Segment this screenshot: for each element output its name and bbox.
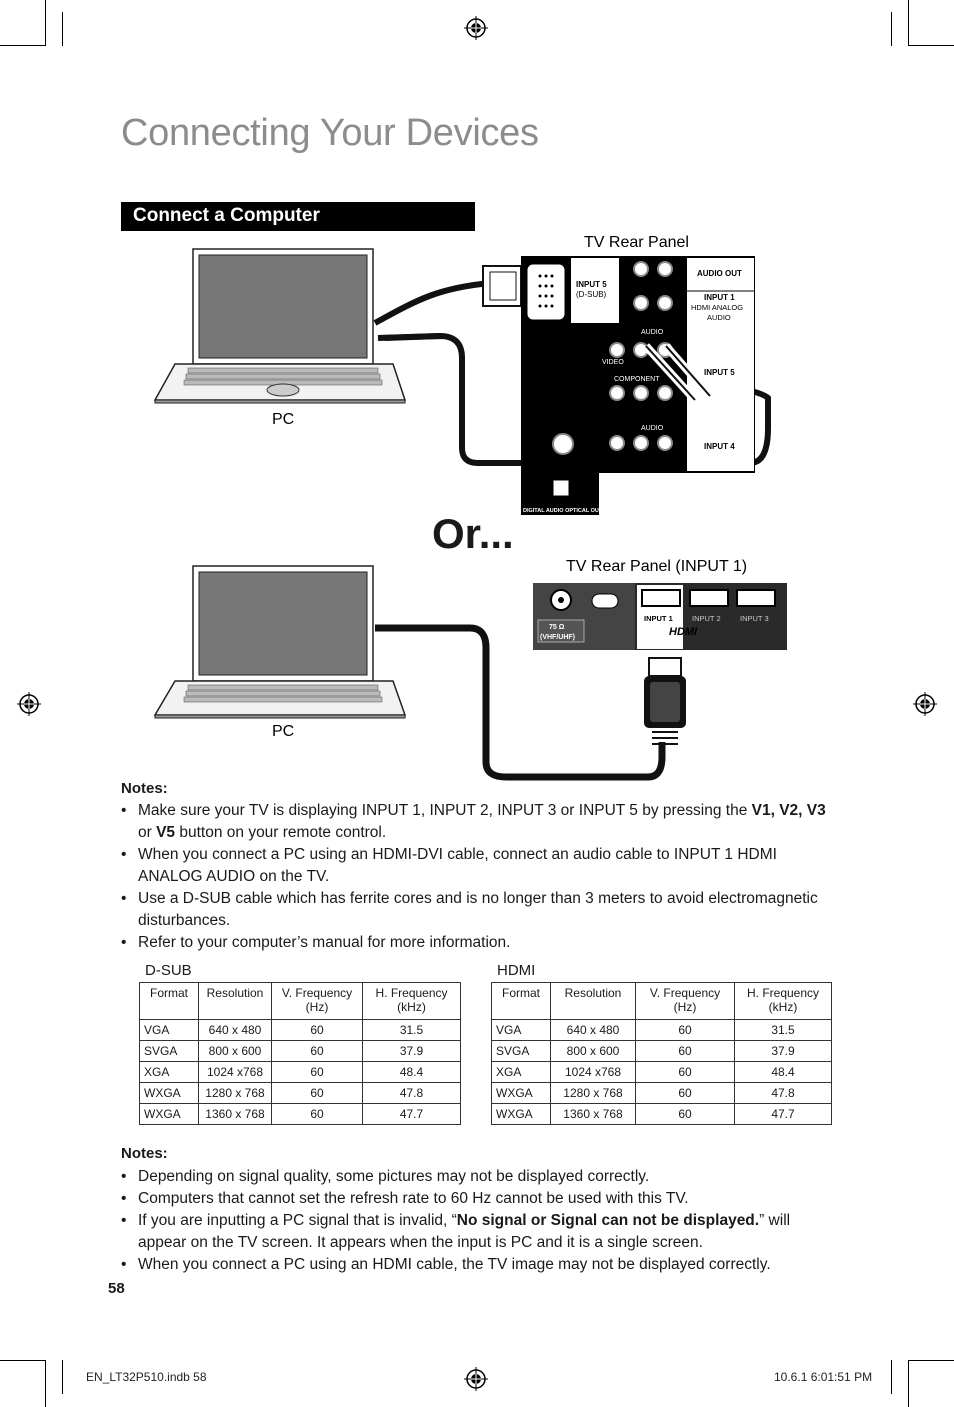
column-header: Resolution (550, 982, 636, 1020)
laptop-icon (153, 565, 407, 719)
svg-text:INPUT 2: INPUT 2 (692, 614, 721, 623)
svg-text:DIGITAL AUDIO OPTICAL OUT: DIGITAL AUDIO OPTICAL OUT (523, 508, 603, 514)
pc-label: PC (272, 411, 294, 428)
footer-timestamp: 10.6.1 6:01:51 PM (774, 1370, 873, 1384)
svg-text:VIDEO: VIDEO (602, 359, 624, 366)
svg-text:COMPONENT: COMPONENT (614, 376, 660, 383)
tv-rear-panel-title: TV Rear Panel (584, 234, 689, 251)
crop-mark (908, 1360, 954, 1361)
list-item: Use a D-SUB cable which has ferrite core… (121, 888, 833, 932)
pc-label: PC (272, 723, 294, 740)
crop-mark (62, 1360, 63, 1394)
hdmi-cable (375, 624, 666, 781)
notes-heading: Notes: (121, 1145, 168, 1162)
crop-mark (908, 45, 954, 46)
svg-text:INPUT 5: INPUT 5 (704, 368, 735, 377)
dsub-connector-icon (482, 265, 522, 307)
svg-text:75 Ω: 75 Ω (549, 624, 565, 631)
hdmi-table-label: HDMI (497, 962, 536, 979)
svg-text:(D-SUB): (D-SUB) (576, 290, 607, 299)
registration-mark-icon (913, 692, 937, 716)
footer-file-info: EN_LT32P510.indb 58 (86, 1370, 207, 1384)
dsub-table-label: D-SUB (145, 962, 192, 979)
registration-mark-icon (464, 16, 488, 40)
column-header: Format (491, 982, 551, 1020)
column-header: H. Frequency (kHz) (734, 982, 832, 1020)
list-item: Depending on signal quality, some pictur… (121, 1166, 833, 1188)
crop-mark (0, 45, 46, 46)
crop-mark (891, 1360, 892, 1394)
svg-text:INPUT 5: INPUT 5 (576, 280, 607, 289)
registration-mark-icon (17, 692, 41, 716)
column-header: H. Frequency (kHz) (362, 982, 461, 1020)
list-item: Refer to your computer’s manual for more… (121, 932, 833, 954)
column-header: Resolution (198, 982, 272, 1020)
crop-mark (45, 0, 46, 46)
svg-text:AUDIO: AUDIO (707, 313, 731, 322)
rca-plug-icon (643, 343, 714, 403)
page-number: 58 (108, 1280, 125, 1297)
crop-mark (891, 12, 892, 46)
svg-text:(VHF/UHF): (VHF/UHF) (540, 634, 575, 641)
tv-rear-panel-hdmi-title: TV Rear Panel (INPUT 1) (566, 558, 747, 575)
svg-text:INPUT 1: INPUT 1 (704, 293, 735, 302)
hdmi-plug-icon (644, 657, 686, 745)
svg-text:INPUT 4: INPUT 4 (704, 442, 735, 451)
list-item: When you connect a PC using an HDMI cabl… (121, 1254, 833, 1276)
svg-text:HDMI ANALOG: HDMI ANALOG (691, 303, 743, 312)
crop-mark (908, 1360, 909, 1407)
notes-heading: Notes: (121, 780, 168, 797)
list-item: If you are inputting a PC signal that is… (121, 1210, 833, 1254)
section-title: Connect a Computer (133, 205, 320, 226)
crop-mark (45, 1360, 46, 1407)
crop-mark (0, 1360, 46, 1361)
list-item: When you connect a PC using an HDMI-DVI … (121, 844, 833, 888)
hdmi-rear-panel: 75 Ω (VHF/UHF) INPUT 1 INPUT 2 INPUT 3 H… (533, 583, 787, 650)
or-text: Or... (432, 510, 514, 557)
dsub-connection-diagram: TV Rear Panel PC (153, 234, 771, 515)
list-item: Make sure your TV is displaying INPUT 1,… (121, 800, 833, 844)
svg-text:INPUT 3: INPUT 3 (740, 614, 769, 623)
svg-text:HDMI: HDMI (669, 626, 698, 638)
dsub-cable (373, 280, 491, 326)
column-header: V. Frequency (Hz) (635, 982, 735, 1020)
column-header: Format (139, 982, 199, 1020)
tv-rear-panel: INPUT 5 (D-SUB) AUDIO OUT INPUT 1 HDMI A… (521, 256, 755, 515)
laptop-icon (153, 248, 407, 404)
crop-mark (908, 0, 909, 46)
list-item: Computers that cannot set the refresh ra… (121, 1188, 833, 1210)
dsub-table: Format Resolution V. Frequency (Hz) H. F… (139, 982, 461, 1125)
crop-mark (62, 12, 63, 46)
svg-text:AUDIO: AUDIO (641, 329, 664, 336)
svg-text:AUDIO: AUDIO (641, 425, 664, 432)
section-header: Connect a Computer (121, 202, 475, 231)
hdmi-table: Format Resolution V. Frequency (Hz) H. F… (491, 982, 832, 1125)
svg-text:AUDIO OUT: AUDIO OUT (697, 269, 742, 278)
hdmi-connection-diagram: TV Rear Panel (INPUT 1) PC 75 Ω (VHF/UHF… (153, 558, 787, 781)
page-title: Connecting Your Devices (121, 112, 539, 154)
svg-text:INPUT 1: INPUT 1 (644, 614, 673, 623)
notes-list: Depending on signal quality, some pictur… (121, 1166, 833, 1276)
registration-mark-icon (464, 1367, 488, 1391)
notes-list: Make sure your TV is displaying INPUT 1,… (121, 800, 833, 954)
column-header: V. Frequency (Hz) (271, 982, 363, 1020)
